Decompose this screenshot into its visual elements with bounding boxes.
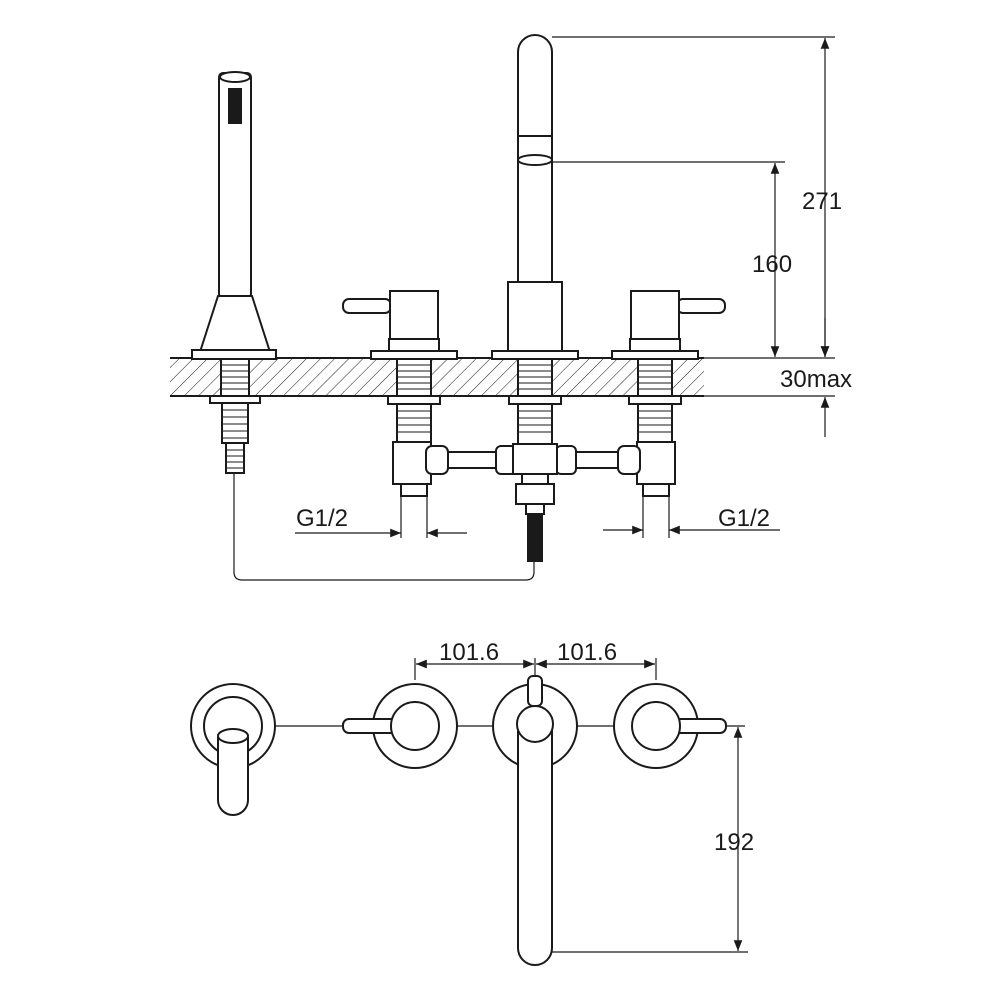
dimension-spout-height: 160 xyxy=(552,161,792,357)
hand-shower-plan xyxy=(190,683,276,816)
left-valve xyxy=(342,290,458,497)
dimension-connection-right: G1/2 xyxy=(603,496,780,538)
spacing-right-label: 101.6 xyxy=(557,639,617,666)
connecting-pipe xyxy=(425,443,641,475)
deck-section xyxy=(170,357,704,397)
right-valve-plan xyxy=(613,683,727,769)
plan-view: 101.6 101.6 192 xyxy=(190,639,754,966)
spout-plan xyxy=(492,675,578,966)
deck-thickness-label: 30max xyxy=(780,366,852,393)
hose-line xyxy=(233,473,535,581)
left-valve-plan xyxy=(342,683,458,769)
connection-left-label: G1/2 xyxy=(296,505,348,532)
dimension-total-height: 271 xyxy=(552,36,842,359)
elevation-view: G1/2 G1/2 271 160 xyxy=(170,34,852,581)
dimension-connection-left: G1/2 xyxy=(295,496,467,538)
dimension-spacing: 101.6 101.6 xyxy=(414,639,657,680)
hand-shower xyxy=(191,71,277,474)
connection-right-label: G1/2 xyxy=(718,505,770,532)
right-valve xyxy=(611,290,726,497)
spout xyxy=(491,34,579,562)
dimension-deck-thickness: 30max xyxy=(704,318,852,437)
spout-height-label: 160 xyxy=(752,251,792,278)
spout-reach-label: 192 xyxy=(714,829,754,856)
spacing-left-label: 101.6 xyxy=(439,639,499,666)
total-height-label: 271 xyxy=(802,188,842,215)
dimension-spout-reach: 192 xyxy=(552,727,754,953)
